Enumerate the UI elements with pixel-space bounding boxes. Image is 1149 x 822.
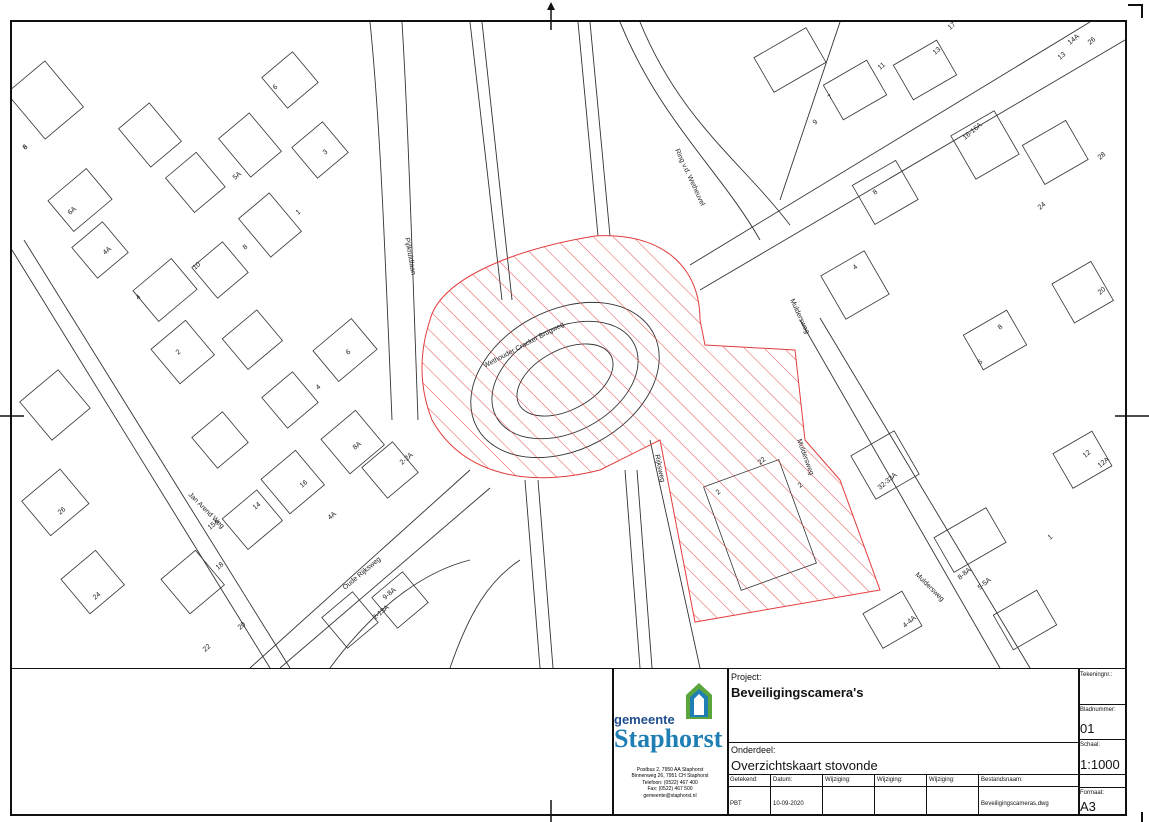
house-number: 16: [299, 479, 310, 489]
house-number: 13: [932, 46, 943, 56]
logo-text-staphorst: Staphorst: [614, 724, 723, 753]
street-label-oude-rijksweg: Oude Rijksweg: [342, 556, 383, 592]
map-area[interactable]: Pijlkruidlaan Wethouder Cracker Brugweg …: [12, 22, 1125, 668]
house-number: 4: [315, 384, 323, 392]
house-number: 2-2A: [399, 451, 415, 466]
house-number: 32-33A: [877, 471, 899, 491]
house-number: 4A: [102, 245, 113, 256]
house-number: 1: [295, 209, 303, 217]
house-number: 9: [812, 119, 820, 127]
bestandsnaam-value: Beveiligingscameras.dwg: [981, 801, 1049, 807]
house-number: 20: [237, 621, 248, 631]
datum-value: 10-09-2020: [773, 801, 804, 807]
house-number: 5A: [232, 170, 243, 181]
drawing-frame: [10, 20, 1127, 816]
house-number: 6A: [67, 205, 78, 216]
getekend-label: Getekend:: [730, 777, 758, 783]
schaal-value: 1:1000: [1080, 757, 1120, 772]
house-number: 5-5A: [977, 576, 993, 591]
street-label-muldersweg-3: Muldersweg: [914, 571, 946, 603]
house-number: 20: [1097, 286, 1108, 296]
house-number: 4A: [327, 510, 338, 521]
house-number: 12: [1082, 449, 1093, 459]
blad-value: 01: [1080, 721, 1095, 736]
formaat-value: A3: [1080, 799, 1096, 814]
tekening-label: Tekeningnr.:: [1080, 672, 1113, 678]
house-number: 2: [715, 489, 723, 497]
title-block: gemeente Staphorst Postbus 2, 7950 AA St…: [12, 668, 1125, 815]
onderdeel-value: Overzichtskaart stovonde: [731, 758, 878, 773]
house-number: 7: [827, 94, 835, 102]
house-number: 6: [977, 359, 985, 367]
street-label-pijlkruidlaan: Pijlkruidlaan: [403, 237, 416, 275]
formaat-label: Formaat:: [1080, 790, 1105, 796]
house-number: 14: [252, 501, 263, 511]
house-number: 8: [997, 324, 1005, 332]
house-number: 4-4A: [902, 614, 918, 629]
house-number: 11: [877, 61, 887, 71]
house-number: 6: [345, 349, 353, 357]
address-line: gemeente@staphorst.nl: [643, 792, 697, 799]
road-network: [12, 22, 1125, 668]
house-number: 3: [322, 149, 330, 157]
project-value: Beveiligingscamera's: [731, 685, 864, 700]
house-number: 28: [1097, 151, 1108, 161]
onderdeel-label: Onderdeel:: [731, 745, 776, 755]
house-number: 8A: [352, 440, 363, 451]
address-block: Postbus 2, 7950 AA Staphorst Binnenweg 2…: [616, 767, 724, 799]
house-number: 2-13A: [372, 604, 391, 622]
house-number: 8: [22, 144, 30, 152]
house-number: 8: [242, 244, 250, 252]
house-number: 4: [135, 294, 143, 302]
address-line: Binnenweg 26, 7951 CH Staphorst: [631, 773, 709, 780]
wijziging-label: Wijziging:: [877, 777, 903, 783]
house-number: 22: [202, 643, 213, 653]
project-label: Project:: [731, 672, 762, 682]
house-number: 24: [92, 591, 103, 601]
house-number: 18: [215, 561, 226, 571]
bestandsnaam-label: Bestandsnaam:: [981, 777, 1023, 783]
schaal-label: Schaal:: [1080, 742, 1101, 748]
house-number: 2: [797, 482, 805, 490]
street-label-ring: Ring v.d. Wetheuvel: [673, 148, 706, 208]
street-label-muldersweg-1: Muldersweg: [788, 298, 810, 335]
building-footprints: [12, 27, 1114, 651]
house-number: 26: [1087, 36, 1098, 46]
house-number: 10: [192, 261, 203, 271]
house-number: 8: [872, 189, 880, 197]
house-number: 4: [852, 264, 860, 272]
address-line: Postbus 2, 7950 AA Staphorst: [636, 767, 704, 773]
house-number: 24: [1037, 201, 1048, 211]
house-number: 16-16A: [962, 121, 984, 141]
blad-label: Bladnummer:: [1080, 707, 1116, 713]
map-drawing[interactable]: Pijlkruidlaan Wethouder Cracker Brugweg …: [12, 22, 1125, 668]
datum-label: Datum:: [773, 777, 793, 783]
house-number: 17: [947, 22, 958, 32]
gemeente-logo: gemeente Staphorst Postbus 2, 7950 AA St…: [614, 675, 726, 815]
house-number: 26: [57, 506, 68, 516]
house-number: 9-8A: [382, 586, 398, 601]
logo-house-icon: [686, 683, 712, 719]
address-line: Fax: (0522) 467 500: [647, 786, 693, 793]
house-number: 1: [1047, 534, 1055, 542]
wijziging-label: Wijziging:: [929, 777, 955, 783]
house-number: 13: [1057, 51, 1068, 61]
getekend-value: PBT: [730, 801, 742, 807]
address-line: Telefoon: (0522) 467 400: [642, 779, 698, 786]
logo-text-gemeente: gemeente: [614, 712, 675, 727]
wijziging-label: Wijziging:: [825, 777, 851, 783]
house-number: 6: [272, 84, 280, 92]
house-number: 6: [22, 144, 30, 152]
house-number: 22: [757, 456, 768, 466]
house-number: 2: [175, 349, 183, 357]
camera-zone-hatch: [421, 235, 881, 623]
